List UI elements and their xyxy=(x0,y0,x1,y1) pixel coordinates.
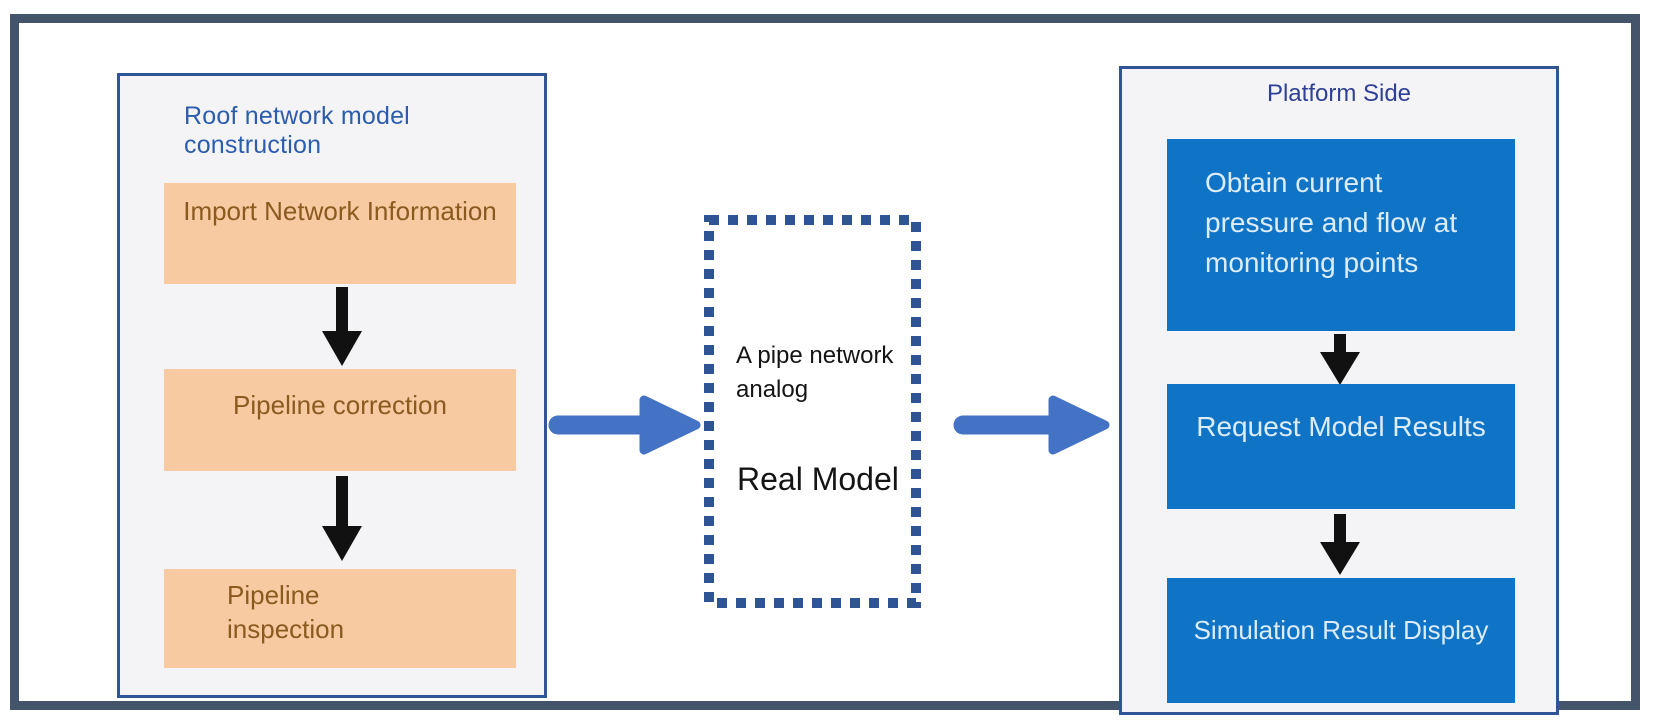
flow-box-label: Request Model Results xyxy=(1196,411,1486,442)
left-panel: Roof network model construction Import N… xyxy=(117,73,547,698)
flow-box-label: Simulation Result Display xyxy=(1193,615,1489,645)
down-arrow-icon xyxy=(322,287,362,366)
flow-box-request-model-results: Request Model Results xyxy=(1167,384,1515,509)
real-model-label: Real Model xyxy=(737,461,899,497)
flow-box-obtain-pressure-flow: Obtain current pressure and flow at moni… xyxy=(1167,139,1515,331)
down-arrow-icon xyxy=(1320,514,1360,575)
flow-box-label: Import Network Information xyxy=(183,196,497,226)
right-arrow-icon xyxy=(953,395,1110,455)
flow-box-pipeline-inspection: Pipeline inspection xyxy=(164,569,516,668)
flow-box-label: Pipeline inspection xyxy=(227,580,345,644)
flow-box-label: Pipeline correction xyxy=(233,390,447,420)
flow-box-label: Obtain current pressure and flow at moni… xyxy=(1205,167,1458,279)
flow-box-pipeline-correction: Pipeline correction xyxy=(164,369,516,471)
flow-box-simulation-result-display: Simulation Result Display xyxy=(1167,578,1515,703)
right-arrow-icon xyxy=(548,395,701,455)
real-model-box xyxy=(704,215,921,608)
pipe-network-analog-label: A pipe network analog xyxy=(736,342,894,403)
down-arrow-icon xyxy=(1320,334,1360,385)
platform-panel-title: Platform Side xyxy=(1266,80,1412,107)
platform-panel: Platform Side Obtain current pressure an… xyxy=(1119,66,1559,715)
outer-frame: Roof network model construction Import N… xyxy=(10,14,1640,715)
down-arrow-icon xyxy=(322,476,362,561)
left-panel-title: Roof network model construction xyxy=(184,102,410,159)
flow-box-import-network-information: Import Network Information xyxy=(164,183,516,284)
